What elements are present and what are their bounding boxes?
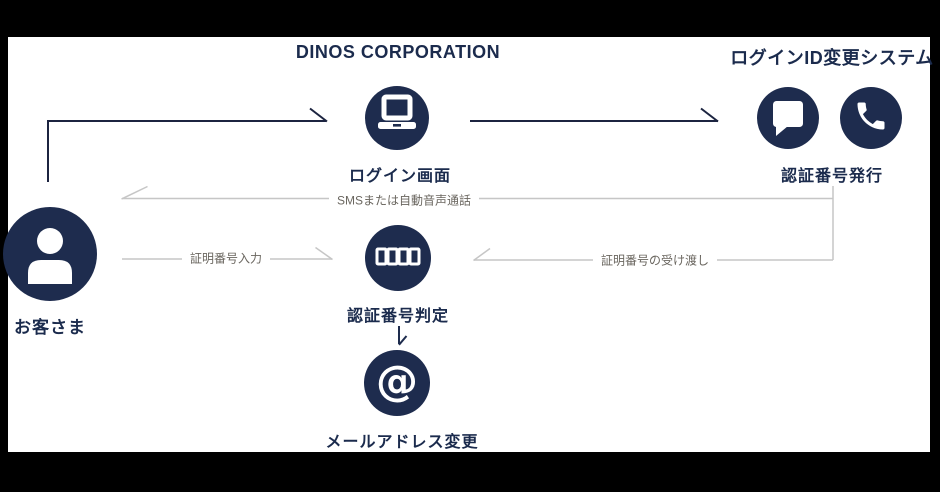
login-screen-label: ログイン画面 bbox=[348, 168, 451, 185]
edge-label-code-entry: 証明番号入力 bbox=[181, 248, 271, 268]
auth-issue-phone-node bbox=[840, 87, 902, 149]
email-change-label: メールアドレス変更 bbox=[325, 434, 479, 451]
auth-issue-sms-node bbox=[757, 87, 819, 149]
phone-icon bbox=[840, 85, 902, 152]
customer-node bbox=[3, 207, 97, 301]
edge-label-code-handoff: 証明番号の受け渡し bbox=[592, 250, 718, 270]
chat-bubble-icon bbox=[757, 85, 819, 152]
svg-text:@: @ bbox=[376, 356, 418, 405]
login-screen-node bbox=[365, 86, 429, 150]
auth-check-node bbox=[365, 225, 431, 291]
system-title: ログインID変更システム bbox=[730, 48, 934, 68]
edge-label-sms-or-voice: SMSまたは自動音声通話 bbox=[328, 190, 480, 210]
auth-check-label: 認証番号判定 bbox=[346, 308, 449, 325]
person-icon bbox=[3, 205, 97, 304]
auth-issue-label: 認証番号発行 bbox=[780, 168, 883, 185]
customer-label: お客さま bbox=[14, 318, 86, 337]
company-title: DINOS CORPORATION bbox=[295, 42, 501, 62]
laptop-icon bbox=[365, 84, 429, 153]
email-change-node: @ bbox=[364, 350, 430, 416]
pin-code-icon bbox=[365, 223, 431, 294]
at-sign-icon: @ bbox=[364, 348, 430, 419]
